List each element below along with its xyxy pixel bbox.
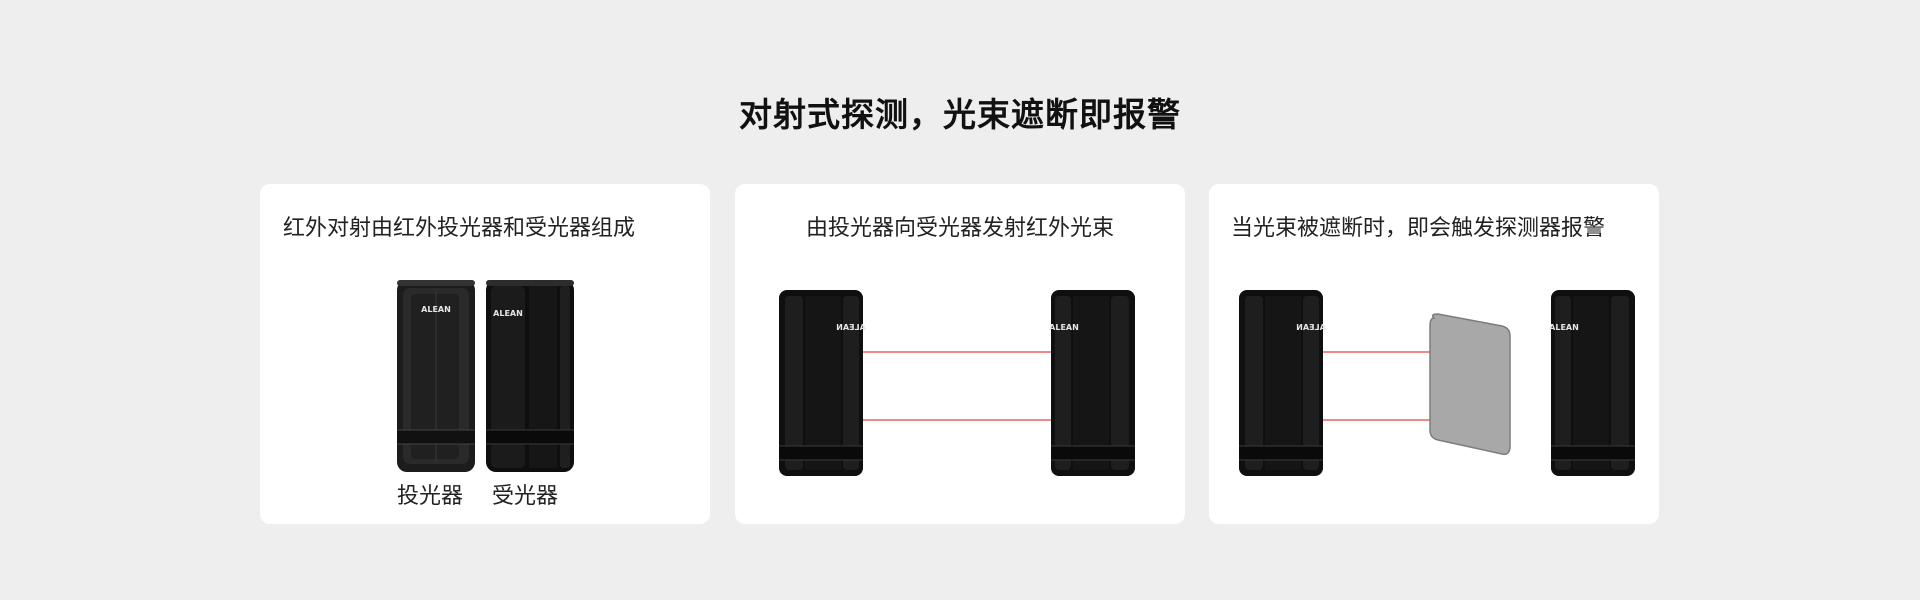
card-caption: 当光束被遮断时，即会触发探测器报警 [1231,216,1606,241]
page-title: 对射式探测，光束遮断即报警 [739,95,1181,134]
transmitter-label: 投光器 [397,484,464,509]
devices-illustration: ALEAN ALEAN [397,280,574,472]
card-components: 红外对射由红外投光器和受光器组成 ALEAN [260,184,710,524]
receiver-label: 受光器 [492,484,559,509]
receiver-device: ALEAN [486,280,574,472]
brand-logo: ALEAN [493,309,523,318]
card-caption: 红外对射由红外投光器和受光器组成 [283,216,636,241]
card-beam-blocked: 当光束被遮断时，即会触发探测器报警 ALEAN [1209,184,1659,524]
brand-logo: ALEAN [421,305,451,314]
obstacle-panel [1429,313,1511,456]
receiver-device: ALEAN [1549,290,1635,476]
brand-logo: ALEAN [836,323,866,332]
transmitter-device: ALEAN [1239,290,1326,476]
transmitter-device: ALEAN [779,290,866,476]
receiver-device: ALEAN [1049,290,1135,476]
card-beam-emission: 由投光器向受光器发射红外光束 ALEAN [735,184,1185,524]
transmitter-device: ALEAN [397,280,475,472]
beam-illustration: ALEAN ALEAN [779,290,1135,476]
brand-logo: ALEAN [1296,323,1326,332]
brand-logo: ALEAN [1549,323,1579,332]
card-caption: 由投光器向受光器发射红外光束 [805,216,1114,241]
blocked-beam-illustration: ALEAN ALEAN [1239,290,1635,476]
brand-logo: ALEAN [1049,323,1079,332]
